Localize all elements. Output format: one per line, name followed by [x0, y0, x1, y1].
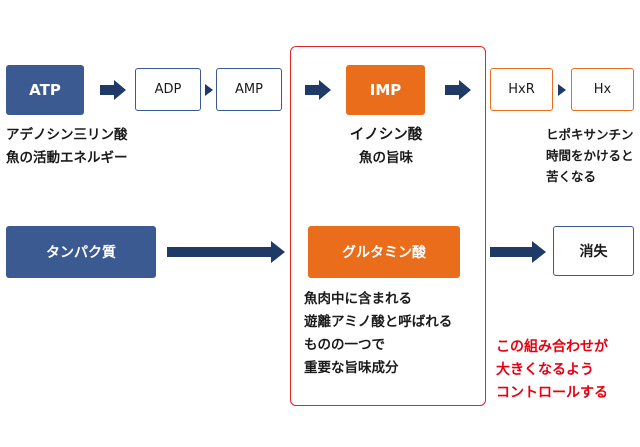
arrow-protein-glutamic — [167, 241, 285, 263]
arrow-glutamic-vanish — [490, 241, 546, 263]
hx-box: Hx — [571, 68, 634, 111]
arrow-adp-amp — [205, 84, 213, 96]
imp-box: IMP — [346, 65, 425, 115]
protein-label: タンパク質 — [46, 245, 116, 261]
glutamic-label: グルタミン酸 — [342, 245, 426, 261]
arrow-atp-adp — [100, 80, 126, 100]
atp-description: アデノシン三リン酸 魚の活動エネルギー — [6, 127, 128, 166]
vanish-box: 消失 — [553, 226, 634, 276]
glutamic-description: 魚肉中に含まれる 遊離アミノ酸と呼ばれる ものの一つで 重要な旨味成分 — [304, 291, 453, 376]
hx-description: ヒポキサンチン 時間をかけると 苦くなる — [546, 127, 634, 184]
imp-description: イノシン酸 魚の旨味 — [349, 127, 423, 166]
vanish-label: 消失 — [579, 244, 608, 260]
imp-label: IMP — [369, 81, 402, 99]
arrow-hxr-hx — [558, 84, 566, 96]
atp-label: ATP — [29, 81, 61, 99]
hxr-box: HxR — [490, 68, 553, 111]
control-note: この組み合わせが 大きくなるよう コントロールする — [496, 339, 608, 401]
glutamic-box: グルタミン酸 — [308, 226, 460, 278]
adp-box: ADP — [135, 68, 201, 111]
arrow-imp-hxr — [445, 80, 471, 100]
adp-label: ADP — [154, 82, 182, 97]
hxr-label: HxR — [508, 82, 535, 97]
arrow-amp-imp — [305, 80, 331, 100]
protein-box: タンパク質 — [6, 226, 156, 278]
hx-label: Hx — [593, 82, 612, 97]
highlight-frame — [290, 46, 486, 406]
atp-box: ATP — [6, 65, 84, 115]
amp-box: AMP — [216, 68, 282, 111]
amp-label: AMP — [235, 82, 263, 97]
